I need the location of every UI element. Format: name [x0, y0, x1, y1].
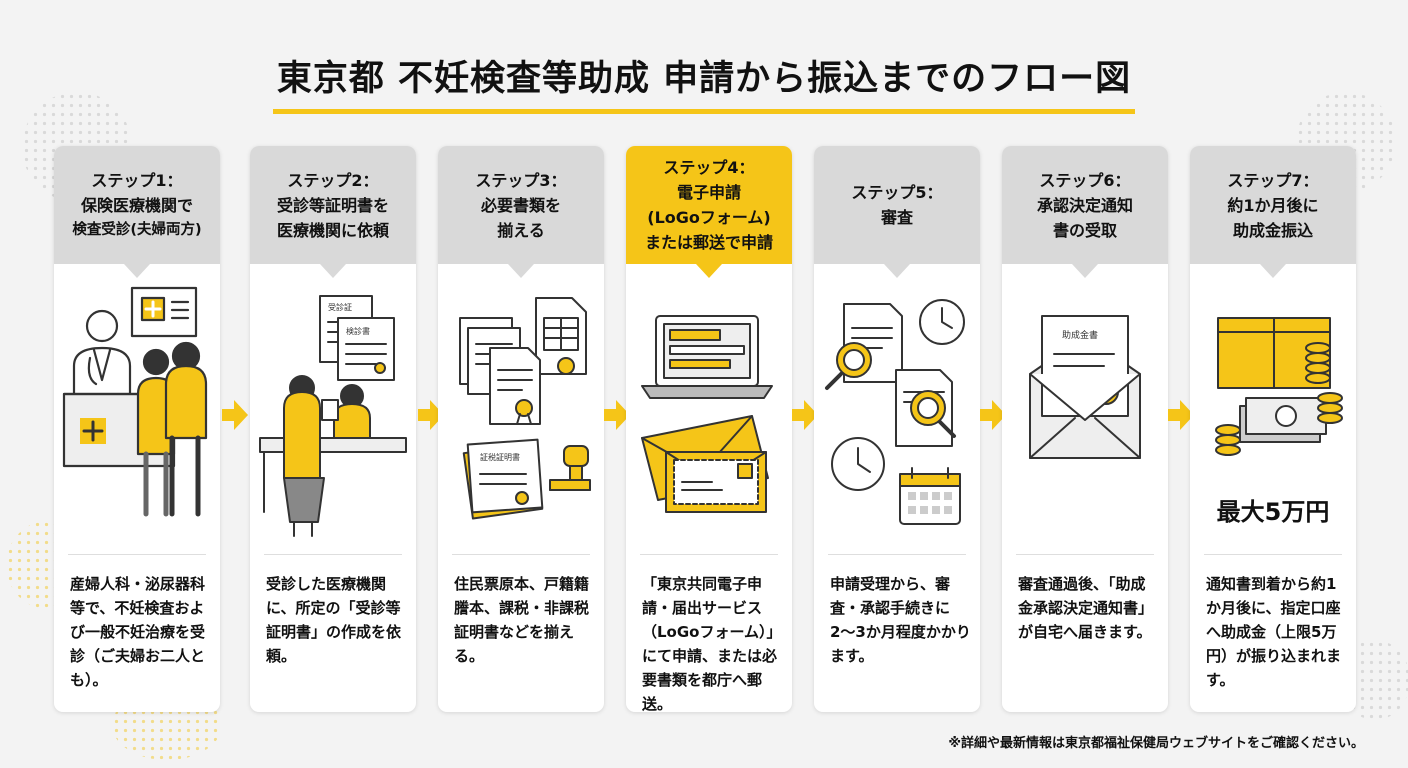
- step-description: 申請受理から、審査・承認手続きに2〜3か月程度かかります。: [830, 575, 971, 665]
- step-title-line: 受診等証明書を: [276, 195, 389, 215]
- step-title-line: 電子申請: [676, 183, 741, 202]
- step-description: 「東京共同電子申請・届出サービス（LoGoフォーム）」にて申請、または必要書類を…: [642, 575, 782, 713]
- step-card-2: ステップ2： 受診等証明書を 医療機関に依頼 受診証 検診書 受診した医療機関に…: [250, 146, 416, 712]
- document-label: 検診書: [346, 326, 370, 336]
- notification-letter-illustration: 助成金書: [1029, 315, 1141, 459]
- divider: [452, 554, 590, 555]
- step-description: 通知書到着から約1か月後に、指定口座へ助成金（上限5万円）が振り込まれます。: [1206, 575, 1342, 689]
- document-label: 証税証明書: [480, 452, 520, 462]
- page-title: 東京都 不妊検査等助成 申請から振込までのフロー図: [272, 50, 1136, 114]
- step-title-line: 保険医療機関で: [80, 195, 193, 215]
- step-title-line: 書の受取: [1052, 220, 1117, 240]
- step-label: ステップ5：: [851, 183, 943, 202]
- step-title-line: 助成金振込: [1232, 220, 1313, 240]
- step-card-1: ステップ1： 保険医療機関で 検査受診(夫婦両方) 産婦人科・泌尿器科等で、不妊…: [54, 146, 220, 712]
- divider: [68, 554, 206, 555]
- step-header: ステップ7： 約1か月後に 助成金振込: [1190, 146, 1356, 278]
- step-description: 住民票原本、戸籍籍謄本、課税・非課税証明書などを揃える。: [454, 575, 590, 665]
- step-title-line: 揃える: [497, 220, 545, 240]
- step-header: ステップ5： 審査: [814, 146, 980, 278]
- step-card-6: ステップ6： 承認決定通知 書の受取 助成金書 審査通過後、「助成金承認決定通知…: [1002, 146, 1168, 712]
- divider: [264, 554, 402, 555]
- step-label: ステップ4：: [663, 158, 755, 177]
- divider: [1016, 554, 1154, 555]
- divider: [640, 554, 778, 555]
- step-header: ステップ1： 保険医療機関で 検査受診(夫婦両方): [54, 146, 220, 278]
- documents-illustration: 証税証明書: [459, 297, 591, 520]
- bank-transfer-illustration: [1215, 317, 1343, 456]
- step-title-line: (LoGoフォーム): [647, 208, 771, 227]
- step-card-4: ステップ4： 電子申請 (LoGoフォーム) または郵送で申請 「東京共同電子申…: [626, 146, 792, 713]
- arrow-right-icon: [604, 400, 630, 430]
- step-title-line: 必要書類を: [480, 195, 561, 215]
- document-label: 受診証: [328, 302, 352, 312]
- step-label: ステップ1：: [91, 170, 183, 190]
- title-area: 東京都 不妊検査等助成 申請から振込までのフロー図: [0, 50, 1408, 114]
- divider: [828, 554, 966, 555]
- step-card-5: ステップ5： 審査 申請受理から、審査・承: [814, 146, 980, 712]
- step-title-line: 承認決定通知: [1036, 195, 1133, 215]
- step-description: 審査通過後、「助成金承認決定通知書」が自宅へ届きます。: [1018, 575, 1154, 641]
- step-header: ステップ3： 必要書類を 揃える: [438, 146, 604, 278]
- step-title-line: 検査受診(夫婦両方): [72, 221, 202, 238]
- divider: [1204, 554, 1342, 555]
- review-illustration: [825, 299, 965, 525]
- step-header: ステップ2： 受診等証明書を 医療機関に依頼: [250, 146, 416, 278]
- step-description: 受診した医療機関に、所定の「受診等証明書」の作成を依頼。: [266, 575, 402, 665]
- step-title-line: または郵送で申請: [644, 233, 773, 252]
- certificate-request-illustration: 受診証 検診書: [259, 295, 407, 537]
- step-label: ステップ7：: [1227, 170, 1319, 190]
- step-title-line: 約1か月後に: [1227, 195, 1319, 215]
- max-amount: 最大5万円: [1216, 498, 1330, 526]
- arrow-right-icon: [222, 400, 248, 430]
- arrow-right-icon: [980, 400, 1006, 430]
- arrow-right-icon: [792, 400, 818, 430]
- step-header: ステップ4： 電子申請 (LoGoフォーム) または郵送で申請: [626, 146, 792, 278]
- arrow-right-icon: [1168, 400, 1194, 430]
- step-label: ステップ6：: [1039, 170, 1131, 190]
- step-title-line: 審査: [880, 208, 913, 227]
- hospital-reception-illustration: [62, 286, 208, 517]
- step-title-line: 医療機関に依頼: [276, 220, 389, 240]
- step-header: ステップ6： 承認決定通知 書の受取: [1002, 146, 1168, 278]
- step-card-3: ステップ3： 必要書類を 揃える 証税証明書 住民票原本、: [438, 146, 604, 712]
- document-label: 助成金書: [1062, 329, 1098, 341]
- step-label: ステップ2：: [287, 170, 379, 190]
- footnote: ※詳細や最新情報は東京都福祉保健局ウェブサイトをご確認ください。: [948, 736, 1364, 751]
- step-description: 産婦人科・泌尿器科等で、不妊検査および一般不妊治療を受診（ご夫婦お二人とも）。: [70, 575, 206, 689]
- arrow-right-icon: [418, 400, 444, 430]
- step-label: ステップ3：: [475, 170, 567, 190]
- step-card-7: ステップ7： 約1か月後に 助成金振込 最大5万円: [1190, 146, 1356, 712]
- laptop-envelope-illustration: [641, 315, 773, 513]
